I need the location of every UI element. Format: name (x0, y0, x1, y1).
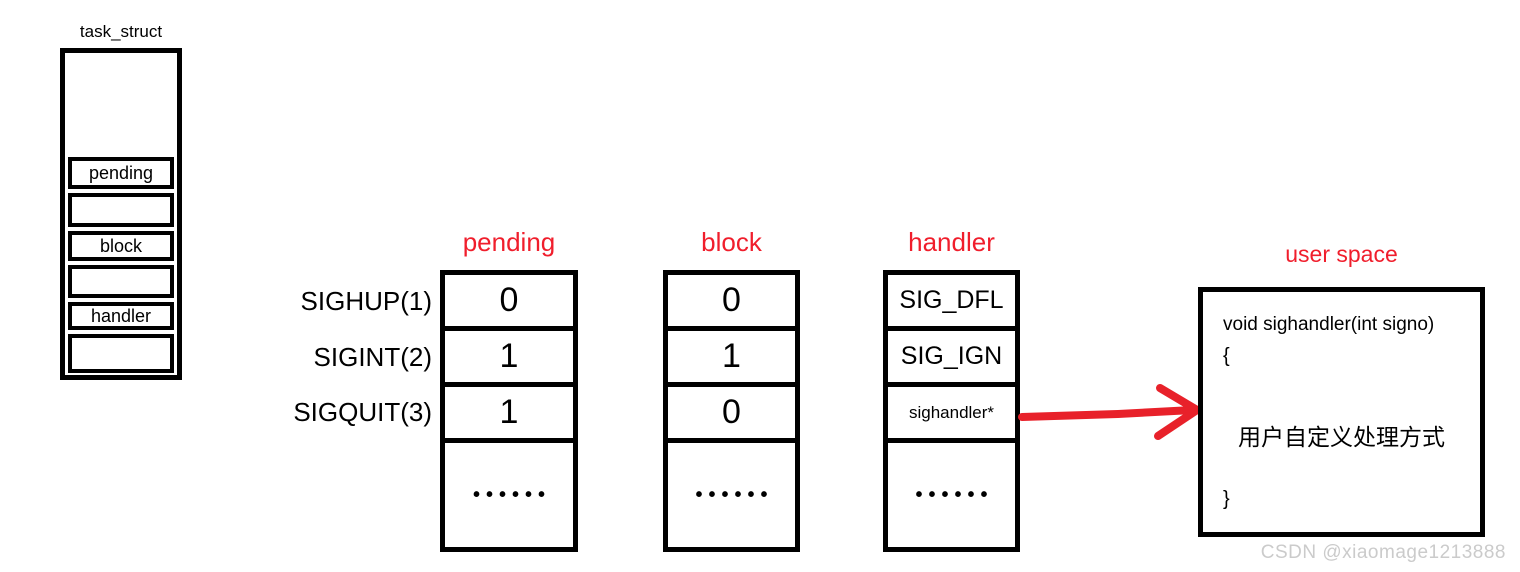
open-brace: { (1223, 345, 1230, 367)
close-brace: } (1223, 488, 1230, 510)
block-cell-sighup: 0 (668, 275, 795, 331)
block-cell-sigint: 1 (668, 331, 795, 387)
handler-cell-sighandler: sighandler* (888, 387, 1015, 443)
signal-label-sighup: SIGHUP(1) (300, 286, 432, 316)
arrow-right-icon (1018, 384, 1201, 440)
signal-label-sigquit: SIGQUIT(3) (293, 397, 432, 427)
handler-cell-sig-ign: SIG_IGN (888, 331, 1015, 387)
task-struct-box: pending block handler (60, 48, 182, 380)
task-struct-empty-slot (68, 265, 174, 298)
handler-function-signature: void sighandler(int signo) (1223, 314, 1435, 335)
block-cell-ellipsis: •••••• (695, 483, 774, 506)
task-struct-empty-slot (68, 193, 174, 227)
handler-column-title: handler (908, 227, 995, 257)
pending-cell-ellipsis: •••••• (472, 483, 551, 506)
task-struct-title: task_struct (79, 22, 163, 41)
handler-cell-ellipsis: •••••• (915, 483, 994, 506)
task-struct-empty-slot (65, 53, 177, 155)
handler-column-box: SIG_DFL SIG_IGN sighandler* •••••• (883, 270, 1020, 552)
user-space-title: user space (1285, 241, 1398, 267)
pending-cell-sigquit: 1 (445, 387, 573, 443)
task-struct-empty-slot (68, 334, 174, 373)
pending-column-title: pending (462, 227, 556, 257)
block-column-title: block (701, 227, 762, 257)
block-cell-sigquit: 0 (668, 387, 795, 443)
task-struct-field-pending: pending (68, 157, 174, 189)
handler-function-body: 用户自定义处理方式 (1238, 424, 1445, 450)
pending-cell-sigint: 1 (445, 331, 573, 387)
pending-cell-sighup: 0 (445, 275, 573, 331)
user-space-box: void sighandler(int signo) { 用户自定义处理方式 } (1198, 287, 1485, 537)
signal-label-sigint: SIGINT(2) (313, 342, 432, 372)
handler-cell-sig-dfl: SIG_DFL (888, 275, 1015, 331)
block-column-box: 0 1 0 •••••• (663, 270, 800, 552)
task-struct-field-block: block (68, 231, 174, 261)
watermark: CSDN @xiaomage1213888 (1260, 542, 1506, 563)
task-struct-field-handler: handler (68, 302, 174, 330)
pending-column-box: 0 1 1 •••••• (440, 270, 578, 552)
